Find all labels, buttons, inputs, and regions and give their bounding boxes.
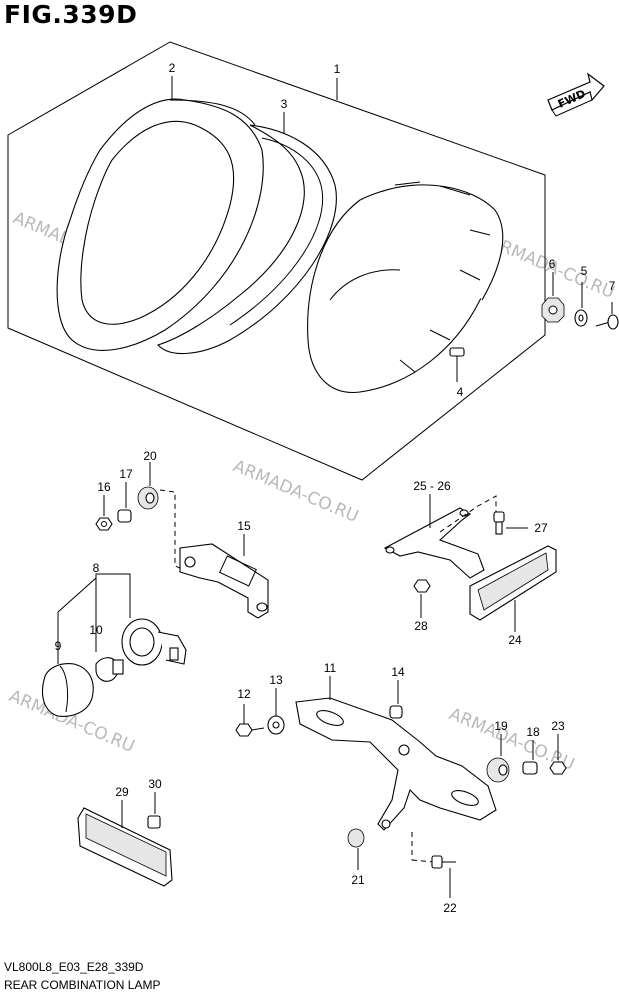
diagram-name: REAR COMBINATION LAMP bbox=[4, 978, 161, 992]
part-10-bulb bbox=[95, 657, 124, 682]
part-6-grommet bbox=[541, 272, 565, 323]
callout-22: 22 bbox=[443, 901, 457, 915]
callout-1: 1 bbox=[334, 62, 341, 76]
part-4-screw bbox=[449, 347, 465, 382]
part-15-bracket bbox=[179, 534, 269, 619]
callout-11: 11 bbox=[324, 661, 337, 675]
callout-17: 17 bbox=[119, 467, 133, 481]
diagram-code: VL800L8_E03_E28_339D bbox=[4, 960, 144, 974]
callout-8-bracket bbox=[57, 573, 131, 618]
part-5-washer bbox=[574, 282, 588, 327]
part-20-grommet bbox=[137, 462, 159, 510]
part-7-screw bbox=[595, 302, 619, 330]
part-29-reflector bbox=[77, 800, 173, 887]
part-18-spacer bbox=[522, 740, 538, 775]
lamp-body bbox=[307, 181, 504, 394]
part-16-nut bbox=[95, 495, 113, 531]
part-23-nut bbox=[549, 734, 567, 775]
callout-16: 16 bbox=[97, 480, 111, 494]
callout-18: 18 bbox=[526, 725, 540, 739]
fwd-arrow-icon: FWD bbox=[547, 72, 605, 117]
figure-title: FIG.339D bbox=[4, 0, 138, 29]
callout-29: 29 bbox=[115, 785, 129, 799]
part-9-lens bbox=[41, 612, 94, 717]
part-28-nut bbox=[413, 579, 431, 618]
part-22-bolt bbox=[411, 832, 456, 898]
callout-13: 13 bbox=[269, 673, 283, 687]
part-2-housing bbox=[56, 98, 264, 351]
callout-10: 10 bbox=[89, 623, 103, 637]
callout-30: 30 bbox=[148, 777, 162, 791]
part-25-26-bracket bbox=[383, 494, 497, 579]
part-3-gasket bbox=[157, 124, 337, 355]
callout-9: 9 bbox=[55, 639, 62, 653]
callout-labels: 1 2 3 4 5 6 7 8 9 10 11 12 13 14 15 16 1… bbox=[55, 61, 616, 915]
callout-6: 6 bbox=[549, 257, 556, 271]
watermark: ARMADA-CO.RU bbox=[230, 456, 361, 527]
part-19-grommet bbox=[486, 734, 510, 783]
callout-4: 4 bbox=[457, 385, 464, 399]
callout-14: 14 bbox=[391, 665, 405, 679]
callout-20: 20 bbox=[143, 449, 157, 463]
part-21-grommet bbox=[347, 828, 365, 870]
socket bbox=[121, 618, 187, 666]
callout-25-26: 25 - 26 bbox=[413, 479, 451, 493]
part-17-spacer bbox=[117, 482, 132, 523]
callout-8: 8 bbox=[93, 561, 100, 575]
callout-2: 2 bbox=[169, 61, 176, 75]
callout-23: 23 bbox=[551, 719, 565, 733]
part-11-bracket bbox=[295, 676, 497, 831]
callout-5: 5 bbox=[581, 264, 588, 278]
callout-24: 24 bbox=[508, 633, 522, 647]
callout-12: 12 bbox=[237, 687, 251, 701]
callout-3: 3 bbox=[281, 97, 288, 111]
part-12-bolt bbox=[235, 704, 265, 737]
part-13-washer bbox=[267, 688, 285, 735]
assembly-boundary bbox=[7, 41, 546, 481]
part-24-reflector bbox=[469, 545, 557, 632]
callout-15: 15 bbox=[237, 519, 251, 533]
part-27-bolt bbox=[493, 511, 528, 535]
callout-21: 21 bbox=[351, 873, 365, 887]
callout-19: 19 bbox=[494, 719, 508, 733]
callout-7: 7 bbox=[609, 279, 616, 293]
part-30-nut bbox=[147, 792, 161, 829]
part-14-nut bbox=[389, 680, 403, 719]
callout-27: 27 bbox=[534, 521, 548, 535]
callout-28: 28 bbox=[414, 619, 428, 633]
